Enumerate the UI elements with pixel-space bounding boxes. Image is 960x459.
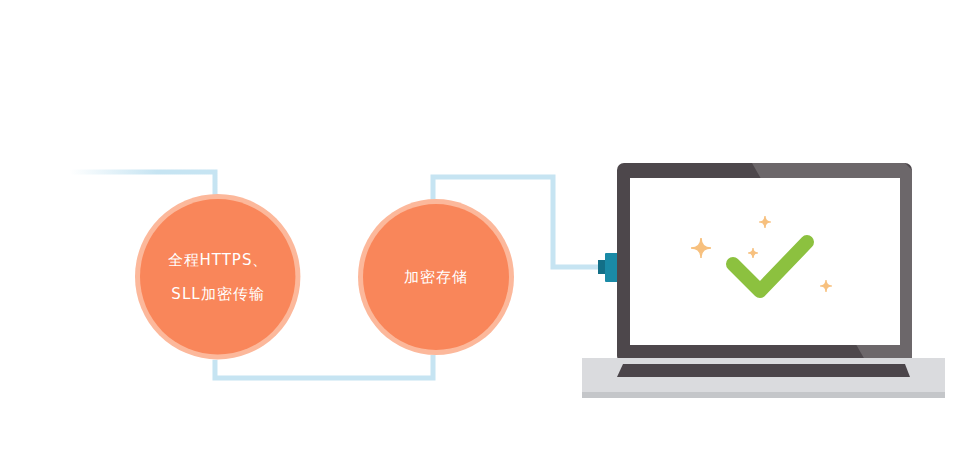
node-label: 加密存储 [404, 260, 468, 294]
keyboard-strip [617, 364, 910, 377]
sparkle-star [691, 238, 711, 258]
circle-fill [363, 204, 509, 350]
laptop-screen [630, 178, 900, 345]
check-mark [733, 242, 807, 291]
sparkle-star [820, 280, 832, 292]
sparkle-star [759, 216, 771, 228]
laptop-base [582, 358, 945, 393]
circle-ring [135, 194, 300, 359]
sparkle-star [748, 248, 758, 258]
node-label: 全程HTTPS、 SLL加密传输 [156, 243, 280, 311]
circle-outline [135, 194, 300, 359]
circle-ring [358, 199, 514, 355]
laptop-lid [617, 163, 912, 363]
circle-fill [140, 199, 295, 354]
security-circle: 全程HTTPS、 SLL加密传输 [135, 194, 300, 359]
base-edge [582, 392, 945, 398]
plug-body [605, 253, 618, 282]
connector-pipe [215, 355, 433, 378]
security-circle: 加密存储 [358, 199, 514, 355]
